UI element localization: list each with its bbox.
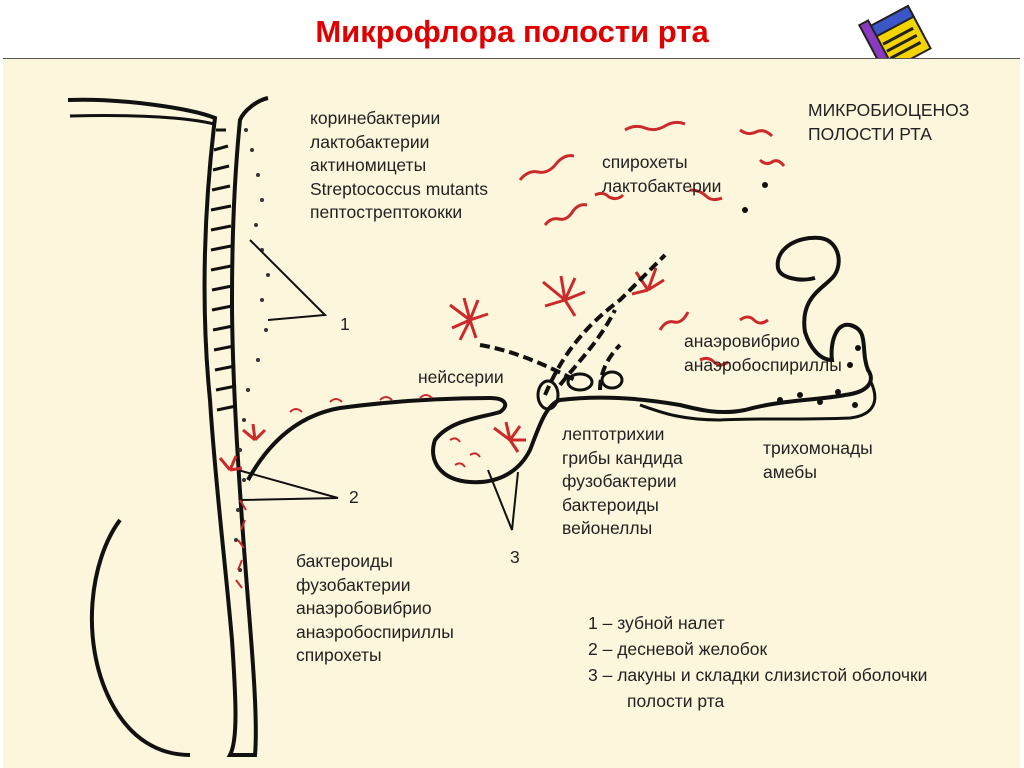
tongue-anaerobes-item: анаэробоспириллы xyxy=(684,354,842,375)
tooth-dentin-stripes xyxy=(210,128,237,412)
leptotrichia-filaments xyxy=(479,253,667,396)
diagram-heading-line1: МИКРОБИОЦЕНОЗ xyxy=(808,100,970,120)
plaque-bacteria-item: коринебактерии xyxy=(310,108,441,128)
pointer-1-lines xyxy=(249,239,328,321)
tongue-anaerobes-list: анаэровибрио анаэробоспириллы xyxy=(684,330,842,377)
plaque-bacteria-item: пептострептококки xyxy=(310,202,463,222)
saliva-bacteria-list: спирохеты лактобактерии xyxy=(602,151,721,198)
gum-outline xyxy=(89,518,191,757)
gingival-bacteria-list: бактероиды фузобактерии анаэробовибрио а… xyxy=(296,550,454,668)
legend-item: 2 – десневой желобок xyxy=(588,639,768,659)
protozoa-item: амебы xyxy=(763,461,817,482)
spirochete-microbes xyxy=(518,120,786,367)
legend-item: 1 – зубной налет xyxy=(588,613,725,633)
pointer-3-lines xyxy=(487,469,519,531)
saliva-bacteria-item: спирохеты xyxy=(602,152,688,172)
plaque-bacteria-item: Streptococcus mutants xyxy=(310,178,488,199)
gingival-bacteria-item: бактероиды xyxy=(296,551,393,571)
neisseria-label: нейссерии xyxy=(418,367,504,387)
pointer-1-number: 1 xyxy=(340,314,350,334)
neisseria-colonies xyxy=(218,267,665,472)
gingival-bacteria-item: анаэробовибрио xyxy=(296,598,432,618)
fold-bacteria-item: лептотрихии xyxy=(562,424,665,444)
fold-bacteria-list: лептотрихии грибы кандида фузобактерии б… xyxy=(562,423,683,541)
gingival-bacteria-item: анаэробоспириллы xyxy=(296,621,454,642)
tooth-outline xyxy=(67,96,269,757)
fold-bacteria-item: бактероиды xyxy=(562,494,659,515)
diagram-heading: МИКРОБИОЦЕНОЗ ПОЛОСТИ РТА xyxy=(808,99,969,146)
tongue-anaerobes-item: анаэровибрио xyxy=(684,331,800,351)
gingival-microbes xyxy=(235,394,481,589)
legend-item: 3 – лакуны и складки слизистой оболочки xyxy=(588,665,928,685)
diagram-heading-line2: ПОЛОСТИ РТА xyxy=(808,123,932,144)
protozoa-list: трихомонады амебы xyxy=(763,437,873,484)
pointer-2-number: 2 xyxy=(349,487,359,507)
tooth-enamel xyxy=(69,113,215,126)
protozoa-item: трихомонады xyxy=(763,438,873,458)
plaque-bacteria-item: лактобактерии xyxy=(310,131,430,152)
plaque-dots xyxy=(234,128,270,572)
fold-bacteria-item: фузобактерии xyxy=(562,471,677,491)
mucosa-outline xyxy=(246,235,873,485)
plaque-bacteria-list: коринебактерии лактобактерии актиномицет… xyxy=(310,107,488,225)
pointer-2-lines xyxy=(237,469,339,501)
candida-cluster xyxy=(536,370,624,411)
plaque-bacteria-item: актиномицеты xyxy=(310,155,427,175)
fold-bacteria-item: грибы кандида xyxy=(562,447,683,468)
mucosa-lower-edge xyxy=(639,379,877,422)
pointer-3-number: 3 xyxy=(510,547,520,567)
gingival-bacteria-item: спирохеты xyxy=(296,645,382,665)
legend-item: полости рта xyxy=(627,691,725,711)
legend: 1 – зубной налет 2 – десневой желобок 3 … xyxy=(588,610,927,714)
fold-bacteria-item: вейонеллы xyxy=(562,518,653,538)
tongue-dots xyxy=(742,182,861,408)
slide-title: Микрофлора полости рта xyxy=(315,14,709,49)
gingival-bacteria-item: фузобактерии xyxy=(296,574,411,595)
saliva-bacteria-item: лактобактерии xyxy=(602,175,722,196)
diagram-panel xyxy=(3,58,1020,768)
